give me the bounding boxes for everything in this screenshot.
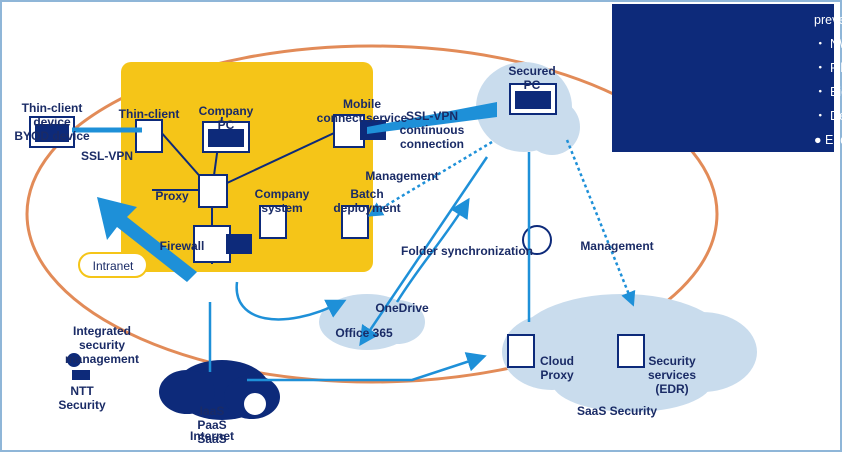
- connection-arrows: [208, 152, 531, 382]
- thin-client-label: Thin-client: [119, 107, 180, 121]
- company-system-label: Company: [255, 187, 310, 201]
- firewall-icon: [193, 225, 252, 263]
- byod-label: Thin-client: [22, 101, 83, 115]
- integrated-mgmt-label: security: [79, 338, 125, 352]
- security-edr-label: (EDR): [655, 382, 688, 396]
- office365-label: Office 365: [335, 326, 393, 340]
- batch-deployment-label: Batch: [350, 187, 383, 201]
- firewall-label: Firewall: [160, 239, 205, 253]
- ntt-security-label: NTT: [70, 384, 94, 398]
- endpoint-panel-item: ・ Device encryption: [814, 109, 842, 123]
- intranet-box: [121, 62, 373, 272]
- security-edr-label: Security: [648, 354, 696, 368]
- endpoint-panel-title: ● End Point Security: [814, 133, 842, 147]
- secured-pc-label: PC: [524, 78, 541, 92]
- byod-label: BYOD device: [14, 129, 90, 143]
- onedrive-label: OneDrive: [375, 301, 429, 315]
- integrated-mgmt-label: Integrated: [73, 324, 131, 338]
- cloud-proxy-label: Proxy: [540, 368, 574, 382]
- security-edr-label: services: [648, 368, 696, 382]
- ssl-vpn-right-label: SSL-VPN: [406, 109, 458, 123]
- network-ellipse: [25, 44, 719, 384]
- cloud-proxy-icon: [507, 334, 535, 368]
- endpoint-panel-item: ・ NW and device intrusion: [814, 37, 842, 51]
- intranet-badge: [78, 252, 148, 278]
- iaas-paas-saas-label: PaaS: [197, 418, 226, 432]
- secured-pc-label: Secured: [508, 64, 555, 78]
- company-system-icon: [259, 205, 287, 239]
- endpoint-panel-item: prevention: [814, 13, 842, 27]
- byod-device-icon: [29, 116, 75, 148]
- company-pc-icon: [202, 121, 250, 153]
- proxy-label: Proxy: [155, 189, 189, 203]
- integrated-mgmt-label: management: [65, 352, 139, 366]
- company-pc-label: Company: [199, 104, 254, 118]
- ssl-vpn-right-label: continuous: [400, 123, 465, 137]
- saas-security-cloud: [502, 294, 757, 412]
- saas-security-label: SaaS Security: [577, 404, 657, 418]
- company-system-label: system: [261, 201, 302, 215]
- ssl-vpn-left-label: SSL-VPN: [81, 149, 133, 163]
- endpoint-panel-item: ・ Biometric authentication: [814, 85, 842, 99]
- batch-deployment-label: deployment: [333, 201, 400, 215]
- mobile-connect-label: connect service: [317, 111, 408, 125]
- iaas-paas-saas-label: SaaS: [197, 432, 226, 446]
- management-edr-label: Management: [580, 239, 653, 253]
- security-edr-icon: [617, 334, 645, 368]
- endpoint-panel: [612, 4, 834, 152]
- batch-deployment-icon: [341, 205, 369, 239]
- endpoint-panel-items: ● End Point Security ・ Device encryption ・…: [814, 13, 842, 147]
- thin-client-server-icon: [135, 119, 163, 153]
- intranet-label: Intranet: [93, 259, 134, 273]
- integrated-mgmt-arrow: [97, 197, 197, 282]
- management-arrows: [367, 139, 636, 307]
- management-label: Management: [365, 169, 438, 183]
- cloud-proxy-label: Cloud: [540, 354, 574, 368]
- proxy-server-icon: [198, 174, 228, 208]
- ntt-security-label: Security: [58, 398, 106, 412]
- folder-sync-label: Folder synchronization: [401, 244, 533, 258]
- secured-pc-icon: [509, 83, 557, 115]
- diagram-labels: NTTSecurityIntegratedsecuritymanagementF…: [14, 64, 696, 446]
- byod-label: device: [33, 115, 71, 129]
- vpn-links: [72, 102, 497, 134]
- company-pc-label: PC: [218, 118, 235, 132]
- security-person-icon: [67, 353, 90, 380]
- mobile-connect-label: Mobile: [343, 97, 381, 111]
- internet-label: Internet: [190, 429, 234, 443]
- endpoint-panel-item: ・ File encryption: [814, 61, 842, 75]
- iaas-paas-saas-label: IaaS: [200, 404, 225, 418]
- ssl-vpn-right-label: connection: [400, 137, 464, 151]
- internet-cloud: [159, 360, 280, 420]
